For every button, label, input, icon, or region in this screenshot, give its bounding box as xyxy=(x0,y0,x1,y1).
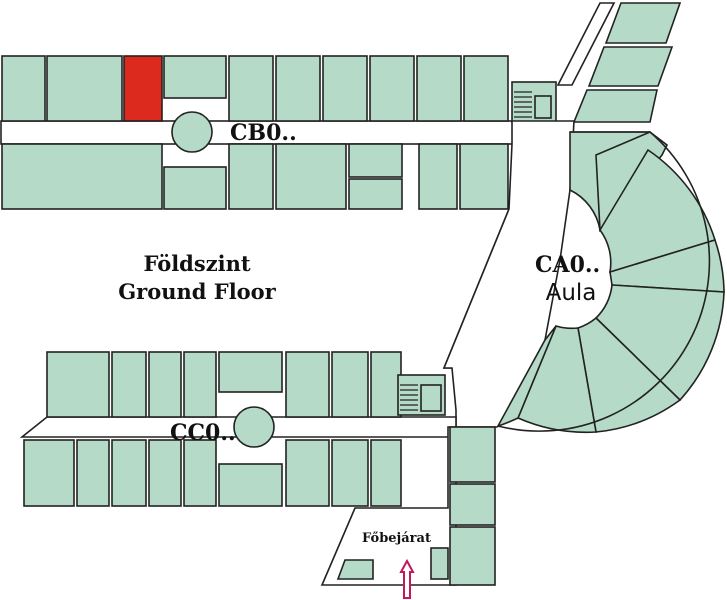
room[interactable] xyxy=(228,55,274,122)
aula: CA0.. Aula xyxy=(442,120,725,434)
room[interactable] xyxy=(275,143,347,210)
room[interactable] xyxy=(183,439,217,507)
room[interactable] xyxy=(449,483,496,526)
room[interactable] xyxy=(285,439,330,507)
cb-atrium xyxy=(171,111,213,153)
cc-atrium xyxy=(233,406,275,448)
room[interactable] xyxy=(111,351,147,418)
cb-wing: CB0.. xyxy=(0,55,557,210)
room[interactable] xyxy=(148,351,182,418)
entrance-label: Főbejárat xyxy=(362,531,431,546)
room[interactable] xyxy=(430,547,449,580)
room[interactable] xyxy=(1,55,46,122)
room[interactable] xyxy=(322,55,368,122)
cc-wing-label: CC0.. xyxy=(170,420,236,446)
room[interactable] xyxy=(163,166,227,210)
room[interactable] xyxy=(331,439,369,507)
room[interactable] xyxy=(370,439,402,507)
room[interactable] xyxy=(46,351,110,418)
room[interactable] xyxy=(449,526,496,586)
upper-right-rooms xyxy=(572,2,682,123)
aula-sector[interactable] xyxy=(577,316,682,433)
upper-ramp xyxy=(556,2,616,86)
room[interactable] xyxy=(275,55,321,122)
room[interactable] xyxy=(336,559,374,580)
room[interactable] xyxy=(148,439,182,507)
room[interactable] xyxy=(463,55,509,122)
aula-outline xyxy=(497,131,711,432)
room[interactable] xyxy=(1,143,163,210)
floor-title-hungarian: Földszint xyxy=(143,251,250,276)
room[interactable] xyxy=(228,143,274,210)
aula-label: Aula xyxy=(546,280,597,306)
room[interactable] xyxy=(46,55,123,122)
room[interactable] xyxy=(416,55,462,122)
room[interactable] xyxy=(23,439,75,507)
stairs-icon xyxy=(400,384,442,412)
room[interactable] xyxy=(348,178,403,210)
cc-wing: CC0.. xyxy=(19,351,457,507)
ca-wing-label: CA0.. xyxy=(535,252,600,278)
room[interactable] xyxy=(370,351,402,418)
room[interactable] xyxy=(459,143,509,210)
room[interactable] xyxy=(183,351,217,418)
entrance-arrow-icon xyxy=(399,558,415,599)
floor-title-english: Ground Floor xyxy=(118,279,276,304)
room[interactable] xyxy=(587,46,674,87)
cb-wing-label: CB0.. xyxy=(230,120,297,146)
stairs-icon xyxy=(514,91,552,119)
aula-sector[interactable] xyxy=(496,325,557,428)
room[interactable] xyxy=(285,351,330,418)
room[interactable] xyxy=(76,439,110,507)
aula-sector[interactable] xyxy=(594,284,725,402)
room[interactable] xyxy=(111,439,147,507)
entrance-area: Főbejárat xyxy=(320,426,496,599)
room[interactable] xyxy=(331,351,369,418)
room[interactable] xyxy=(218,463,283,507)
room[interactable] xyxy=(572,89,658,123)
room[interactable] xyxy=(163,55,227,99)
room[interactable] xyxy=(218,351,283,393)
aula-sector[interactable] xyxy=(516,325,597,434)
room[interactable] xyxy=(348,143,403,178)
aula-sector[interactable] xyxy=(599,148,717,274)
room[interactable] xyxy=(604,2,682,44)
room[interactable] xyxy=(369,55,415,122)
highlighted-room[interactable] xyxy=(123,55,163,122)
room[interactable] xyxy=(449,426,496,483)
room[interactable] xyxy=(418,143,458,210)
